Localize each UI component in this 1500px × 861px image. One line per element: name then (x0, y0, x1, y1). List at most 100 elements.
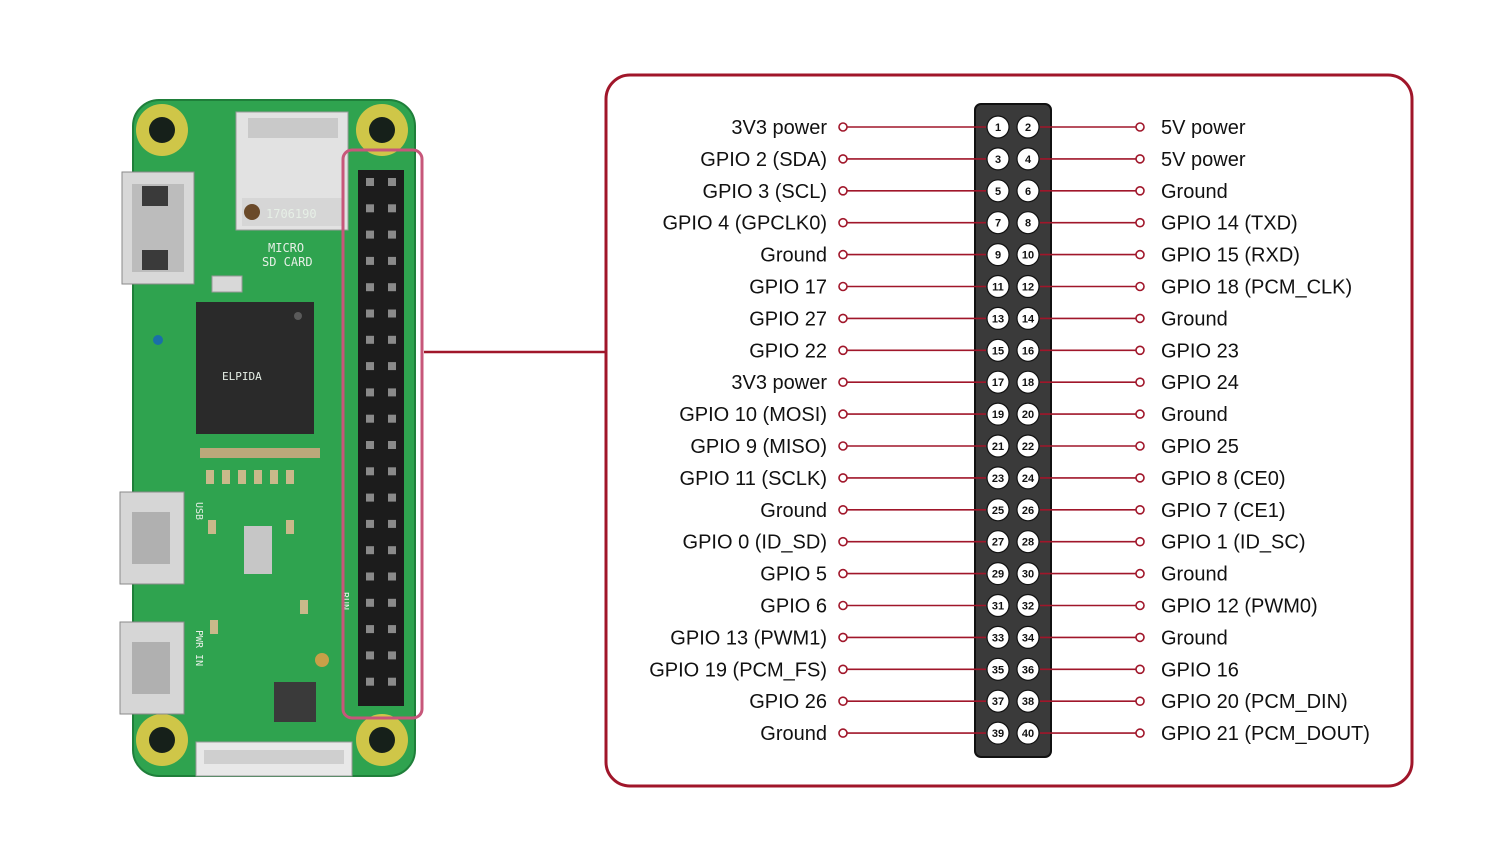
pin-endpoint-dot (838, 217, 848, 228)
pin-number-circle (986, 657, 1010, 681)
board-header-pin (366, 388, 374, 397)
pin-endpoint-dot (1135, 568, 1145, 579)
pin-label: GPIO 16 (1161, 659, 1239, 681)
pin-number-circle (1016, 657, 1040, 681)
pin-label: GPIO 14 (TXD) (1161, 213, 1298, 235)
pin-label: Ground (760, 723, 827, 745)
pin-label: GPIO 7 (CE1) (1161, 500, 1285, 522)
pin-endpoint-dot (1135, 154, 1145, 164)
board-header-pin (366, 362, 374, 371)
pin-number-text: 1 (995, 122, 1001, 134)
pin-number-text: 18 (1022, 377, 1034, 389)
pin-number-circle (1016, 466, 1040, 490)
pin-number-text: 25 (992, 505, 1004, 517)
board-header-pin (366, 204, 374, 213)
board-header-pin (366, 467, 374, 476)
pin-label: 5V power (1161, 117, 1246, 139)
board-header-pin (366, 178, 374, 186)
board-header-pin (388, 519, 396, 528)
pin-number-circle (1016, 147, 1040, 171)
board-header-pin (366, 598, 374, 607)
pin-label: GPIO 25 (1161, 436, 1239, 458)
pin-number-circle (1016, 625, 1040, 650)
pin-label: GPIO 8 (CE0) (1161, 468, 1285, 490)
pin-number-text: 7 (995, 218, 1001, 230)
pin-number-text: 3 (995, 154, 1001, 166)
pin-endpoint-dot (838, 568, 848, 579)
pin-number-circle (986, 466, 1010, 490)
pin-label: GPIO 15 (RXD) (1161, 245, 1300, 267)
pin-number-text: 22 (1022, 441, 1034, 453)
pin-label: GPIO 19 (PCM_FS) (649, 659, 827, 681)
pin-label: GPIO 24 (1161, 372, 1239, 394)
pin-number-circle (986, 689, 1010, 713)
pin-label: GPIO 11 (SCLK) (680, 468, 827, 490)
pin-number-text: 33 (992, 632, 1004, 644)
pin-row-11: 11 GPIO 17 (749, 274, 1010, 299)
pin-endpoint-dot (1135, 728, 1145, 738)
pin-number-circle (1016, 530, 1040, 554)
pin-endpoint-dot (838, 313, 848, 324)
pin-label: GPIO 26 (749, 691, 827, 713)
pin-number-text: 14 (1022, 313, 1035, 325)
camera-connector (195, 741, 353, 777)
pin-number-text: 2 (1025, 122, 1031, 134)
pin-endpoint-dot (838, 409, 848, 419)
board-header-pin (388, 178, 396, 186)
pin-number-circle (986, 434, 1010, 458)
pin-number-circle (1016, 498, 1040, 522)
board-header-pin (366, 625, 374, 634)
pin-number-text: 35 (992, 664, 1004, 676)
pin-number-text: 21 (992, 441, 1004, 453)
pin-number-text: 9 (995, 250, 1001, 262)
board-header-pin (366, 651, 374, 660)
board-header-pin (388, 493, 396, 502)
usb-label: USB (193, 502, 204, 520)
pin-endpoint-dot (1135, 122, 1145, 132)
pin-number-text: 32 (1022, 601, 1034, 613)
pin-number-text: 40 (1022, 728, 1034, 740)
gpio-header-body (974, 103, 1052, 758)
pin-number-circle (986, 593, 1010, 618)
pin-number-text: 8 (1025, 218, 1031, 230)
pin-number-circle (1016, 338, 1040, 362)
pin-number-text: 36 (1022, 664, 1034, 676)
pin-number-circle (986, 274, 1010, 299)
pin-number-text: 12 (1022, 282, 1034, 294)
pin-number-text: 38 (1022, 696, 1034, 708)
shield-can (244, 526, 272, 574)
pin-number-text: 15 (992, 345, 1004, 357)
pin-endpoint-dot (838, 154, 848, 164)
pin-label: GPIO 20 (PCM_DIN) (1161, 691, 1348, 713)
pin-number-circle (986, 243, 1010, 267)
board-header-pin (388, 441, 396, 449)
pin-number-text: 11 (992, 282, 1004, 294)
crystal (211, 275, 243, 293)
pin-endpoint-dot (838, 249, 848, 260)
pin-number-circle (1016, 115, 1040, 139)
pin-label: GPIO 17 (749, 277, 827, 299)
pin-number-text: 16 (1022, 345, 1034, 357)
pin-endpoint-dot (1135, 186, 1145, 196)
raspberry-pi-zero-board: 1706190 MICRO SD CARD ELPIDA (119, 99, 424, 777)
board-header-pin (388, 546, 396, 555)
pin-row-38: 38 GPIO 20 (PCM_DIN) (1016, 689, 1348, 713)
board-header-pin (388, 572, 396, 581)
header-highlight-box (341, 148, 424, 720)
micro-usb-port (119, 491, 185, 585)
pin-endpoint-dot (838, 122, 848, 132)
pmic-chip (274, 682, 316, 722)
pin-label: Ground (1161, 308, 1228, 330)
